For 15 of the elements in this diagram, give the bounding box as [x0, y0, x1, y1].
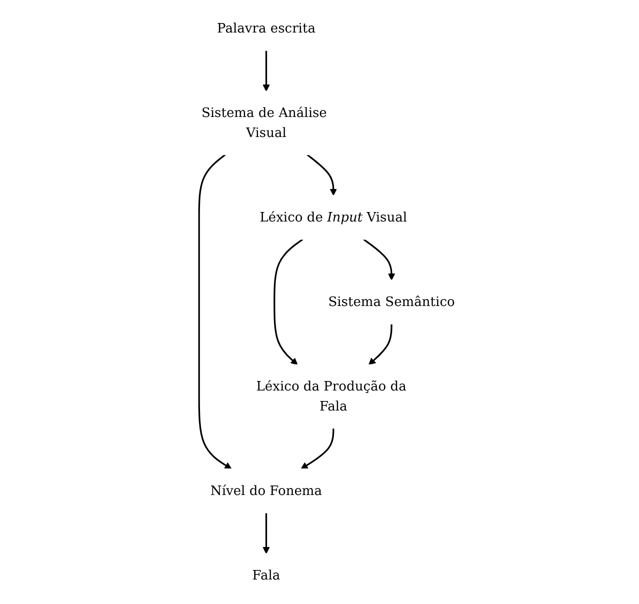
node-text: Sistema de Análise Visual	[201, 105, 327, 140]
arrow	[362, 238, 395, 280]
arrow	[262, 512, 270, 554]
arrow	[198, 154, 232, 470]
arrow	[306, 154, 337, 196]
arrow	[368, 324, 392, 365]
node-text: Léxico da Produção da Fala	[256, 378, 406, 414]
node-text: Palavra escrita	[216, 20, 316, 36]
node-text: Nível do Fonema	[210, 482, 322, 498]
node-text: Sistema Semântico	[328, 294, 454, 310]
arrow	[273, 238, 303, 365]
arrow	[300, 428, 334, 470]
node-text: Fala	[252, 567, 280, 583]
node-text: Léxico de Input Visual	[259, 209, 407, 225]
arrow	[262, 50, 270, 92]
